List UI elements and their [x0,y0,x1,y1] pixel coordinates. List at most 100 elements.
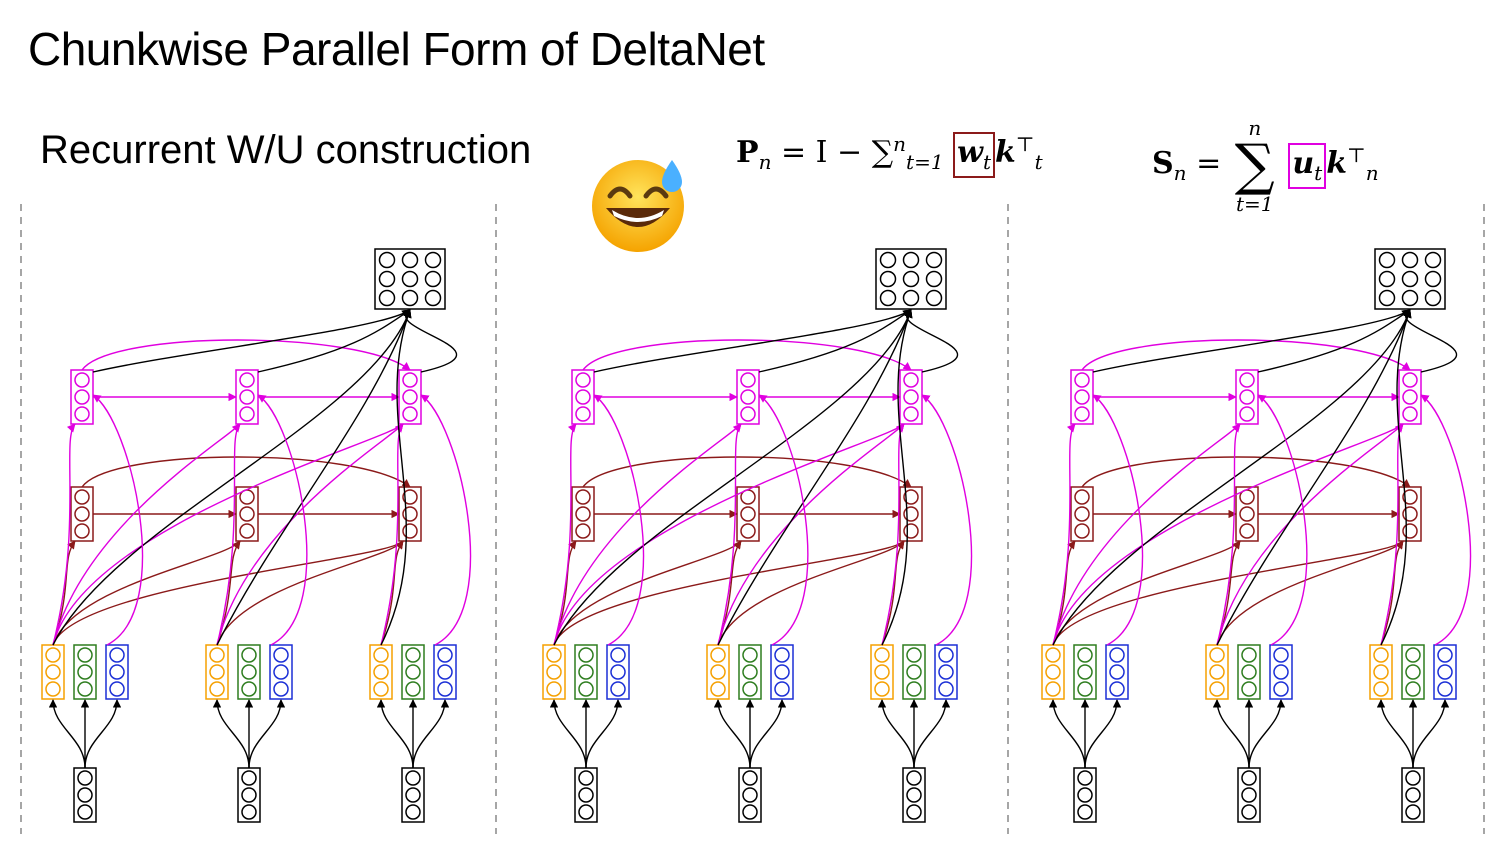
panel-3-w-node-3-circle [1402,523,1418,539]
panel-1-k-to-u [257,394,308,646]
panel-1-input-node-3-circle [405,787,421,803]
panel-2-k-to-u [758,394,809,646]
panel-1-input-arrow [412,699,450,769]
panel-2-w-node-1-circle [575,489,591,505]
panel-3-w-node-1-circle [1074,489,1090,505]
panel-3-key-node-3-circle [1405,681,1421,697]
formula-s-u-sub: t [1314,161,1323,185]
panel-2-input-arrow [713,699,751,769]
panel-2-q-to-u [717,423,742,646]
panel-2-input-node-2-circle [742,804,758,820]
formula-p-k-sup: ⊤ [1015,132,1035,156]
panel-3-input-node-1-circle [1077,804,1093,820]
panel-2-key-node-1-circle [578,664,594,680]
panel-1-query-node-2-circle [209,681,225,697]
panel-2-output-grid-circle [879,251,897,269]
panel-3-output-grid-circle [1401,289,1419,307]
panel-3-q-to-u [1216,423,1241,646]
panel-2-u-to-output [593,309,912,373]
panel-2-q-to-output [553,309,913,646]
panel-1-q-to-output [52,309,412,646]
panel-2-w-node-3-circle [903,489,919,505]
panel-3-q-to-output [1380,309,1412,646]
panel-3-output-grid-circle [1401,251,1419,269]
formula-p-w: w [957,135,983,170]
panel-1-w-node-2-circle [239,506,255,522]
panel-2-w-node-3-circle [903,506,919,522]
panel-2-w-node-3-circle [903,523,919,539]
panel-2-k-to-u [921,394,973,646]
panel-1-output-grid-circle [424,289,442,307]
panel-2-key-node-3-circle [906,647,922,663]
panel-1-input-arrow [376,699,414,769]
panel-1-u-node-3-circle [402,372,418,388]
panel-2-key-node-3-circle [906,664,922,680]
panel-2-key-node-1-circle [578,681,594,697]
panel-3-q-to-output [1052,309,1412,646]
panel-2-value-node-2-circle [774,681,790,697]
page-title: Chunkwise Parallel Form of DeltaNet [28,23,765,75]
panel-1-w-node-1-circle [74,489,90,505]
panel-3-k-to-u [1092,394,1144,646]
panel-2-w-node-1-circle [575,506,591,522]
panel-1-input-node-2-circle [241,804,257,820]
panel-1-key-node-1-circle [77,681,93,697]
formula-s-eq: = [1196,146,1222,181]
panel-1-output-grid-circle [378,251,396,269]
subtitle: Recurrent W/U construction [40,128,532,172]
panel-3-query-node-1-circle [1045,647,1061,663]
panel-1-u-node-1-circle [74,372,90,388]
panel-1-value-node-3-circle [437,647,453,663]
panel-1-u-node-2-circle [239,389,255,405]
panel-1-k-to-u [420,394,472,646]
panel-1-u-node-2-circle [239,372,255,388]
panel-2-query-node-2-circle [710,647,726,663]
panel-1-input-arrow [212,699,250,769]
panel-2-key-node-2-circle [742,681,758,697]
panel-2-u-node-2-circle [740,406,756,422]
panel-1-q-to-output [216,309,412,646]
panel-1-w-node-3-circle [402,523,418,539]
panel-1-value-node-1-circle [109,647,125,663]
panel-1-input-node-3-circle [405,804,421,820]
panel-3-output-grid-circle [1378,251,1396,269]
panel-2-u-node-1-circle [575,372,591,388]
panel-2-value-node-2-circle [774,647,790,663]
panel-2-u-node-3-circle [903,372,919,388]
panel-2-w-node-2-circle [740,506,756,522]
panel-2-w-node-2-circle [740,523,756,539]
panel-1-q-to-u [52,423,76,646]
panel-2-q-to-w [553,540,742,646]
panel-3-query-node-3-circle [1373,664,1389,680]
panel-1-output-grid-circle [424,251,442,269]
panel-2-input-node-1-circle [578,804,594,820]
panel-3-key-node-1-circle [1077,664,1093,680]
panel-1-output-grid-circle [401,289,419,307]
panel-2-value-node-1-circle [610,647,626,663]
panel-1-output-grid-circle [378,289,396,307]
panel-1-output-grid-circle [424,270,442,288]
panel-2-output-grid-circle [879,270,897,288]
panel-1-input-arrow [248,699,286,769]
panel-1-q-to-w [216,540,404,646]
panel-1-w-arc [81,456,411,488]
panel-3-output-grid-circle [1378,270,1396,288]
formula-p-w-sub: t [982,150,991,174]
panel-1-key-node-3-circle [405,664,421,680]
panel-3-output-grid-circle [1378,289,1396,307]
panel-1-key-node-1-circle [77,647,93,663]
panel-1-query-node-3-circle [373,664,389,680]
panel-1-input-node-2-circle [241,770,257,786]
formula-s-sum: n ∑ t=1 [1234,116,1275,216]
panel-1-q-to-w [380,540,404,646]
panel-2-input-arrow [585,699,623,769]
panel-2-query-node-3-circle [874,647,890,663]
panel-3-input-arrow [1084,699,1122,769]
panel-1-query-node-1-circle [45,681,61,697]
panel-3-input-node-2-circle [1241,770,1257,786]
panel-2-input-node-1-circle [578,787,594,803]
panel-3-value-node-3-circle [1437,664,1453,680]
panel-1-input-node-2-circle [241,787,257,803]
panel-2-input-arrow [549,699,587,769]
panel-2-value-node-3-circle [938,681,954,697]
